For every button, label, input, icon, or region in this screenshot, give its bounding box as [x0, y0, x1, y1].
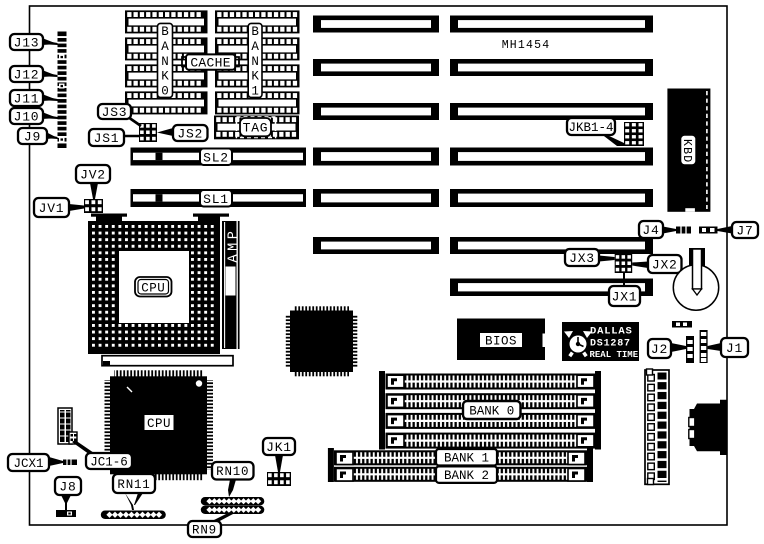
svg-text:JX2: JX2: [652, 258, 678, 273]
svg-text:JS2: JS2: [177, 127, 203, 142]
svg-text:RN10: RN10: [216, 465, 249, 479]
svg-text:J4: J4: [642, 223, 659, 238]
svg-text:JX3: JX3: [569, 251, 595, 266]
svg-text:B: B: [251, 25, 259, 39]
svg-text:B: B: [161, 25, 169, 39]
svg-text:A: A: [251, 40, 259, 54]
svg-text:J13: J13: [14, 36, 40, 51]
svg-text:JS3: JS3: [102, 105, 128, 120]
svg-text:JC1-6: JC1-6: [90, 455, 128, 469]
svg-text:JV1: JV1: [39, 201, 65, 216]
svg-text:J9: J9: [24, 130, 41, 145]
svg-text:JS1: JS1: [94, 131, 120, 146]
svg-text:AMP: AMP: [227, 228, 242, 263]
svg-text:BANK 2: BANK 2: [444, 469, 489, 483]
svg-text:JCX1: JCX1: [13, 457, 43, 471]
svg-text:JK1: JK1: [266, 440, 292, 455]
svg-text:J11: J11: [14, 92, 40, 107]
svg-text:N: N: [161, 55, 169, 69]
svg-text:J1: J1: [726, 341, 743, 356]
svg-text:K: K: [161, 70, 169, 84]
svg-text:KBD: KBD: [680, 139, 693, 163]
svg-text:DALLAS: DALLAS: [590, 326, 633, 338]
svg-text:JX1: JX1: [612, 290, 638, 305]
svg-text:TAG: TAG: [243, 121, 269, 136]
svg-text:BANK 1: BANK 1: [444, 452, 489, 466]
svg-text:J12: J12: [14, 68, 40, 83]
svg-text:SL1: SL1: [203, 192, 229, 207]
svg-text:J10: J10: [14, 110, 40, 125]
svg-text:CACHE: CACHE: [190, 56, 231, 71]
svg-text:CPU: CPU: [147, 417, 171, 431]
svg-text:CPU: CPU: [141, 282, 165, 296]
svg-text:J2: J2: [651, 342, 668, 357]
svg-text:REAL TIME: REAL TIME: [590, 350, 639, 360]
svg-text:SL2: SL2: [203, 150, 229, 165]
svg-text:J7: J7: [736, 224, 753, 239]
svg-text:N: N: [251, 55, 259, 69]
svg-text:BANK 0: BANK 0: [469, 404, 514, 418]
svg-text:A: A: [161, 40, 169, 54]
svg-text:J8: J8: [59, 480, 76, 495]
svg-text:RN9: RN9: [192, 523, 217, 537]
svg-text:JKB1-4: JKB1-4: [568, 121, 613, 135]
svg-text:BIOS: BIOS: [485, 335, 517, 349]
svg-text:JV2: JV2: [80, 168, 106, 183]
svg-text:RN11: RN11: [117, 478, 150, 492]
svg-text:1: 1: [251, 84, 259, 98]
svg-text:0: 0: [161, 84, 169, 98]
svg-text:MH1454: MH1454: [502, 39, 551, 52]
svg-text:K: K: [251, 70, 259, 84]
svg-text:DS1287: DS1287: [590, 339, 631, 350]
